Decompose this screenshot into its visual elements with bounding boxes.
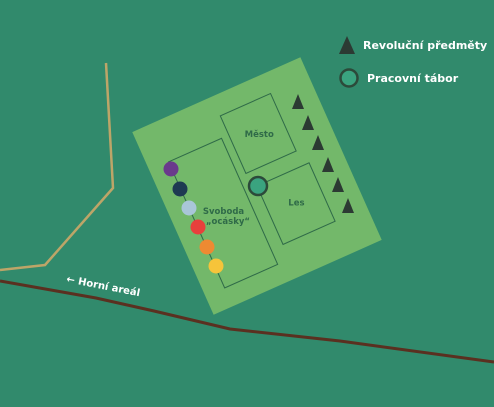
colored-dot[interactable] <box>181 200 197 216</box>
colored-markers <box>163 161 224 274</box>
colored-dot[interactable] <box>199 239 215 255</box>
triangle-icon[interactable] <box>292 94 304 109</box>
zone-mesto <box>219 92 297 175</box>
triangle-icon[interactable] <box>332 177 344 192</box>
colored-dot[interactable] <box>172 181 188 197</box>
legend-label: Revoluční předměty <box>363 38 488 52</box>
colored-dot[interactable] <box>190 219 206 235</box>
triangle-icon[interactable] <box>302 115 314 130</box>
revolutionary-items <box>292 94 354 213</box>
zone-label-svoboda: Svoboda <box>203 207 245 217</box>
colored-dot[interactable] <box>163 161 179 177</box>
zone-label-les: Les <box>288 199 304 209</box>
legend: Revoluční předměty Pracovní tábor <box>338 34 487 89</box>
triangle-icon[interactable] <box>342 198 354 213</box>
road <box>0 279 494 364</box>
zone-label-svoboda-2: „ocásky“ <box>206 217 250 227</box>
zone-label-mesto: Město <box>245 129 274 140</box>
triangle-icon <box>339 36 355 54</box>
legend-item-camp: Pracovní tábor <box>338 67 487 89</box>
triangle-icon[interactable] <box>312 135 324 150</box>
circle-marker-icon <box>339 68 359 88</box>
zone-les <box>256 162 336 246</box>
legend-item-revolutionary: Revoluční předměty <box>338 34 487 56</box>
camp-marker-icon[interactable] <box>247 175 269 197</box>
triangle-icon[interactable] <box>322 157 334 172</box>
colored-dot[interactable] <box>208 258 224 274</box>
sand-path <box>0 62 115 272</box>
legend-label: Pracovní tábor <box>367 71 459 85</box>
